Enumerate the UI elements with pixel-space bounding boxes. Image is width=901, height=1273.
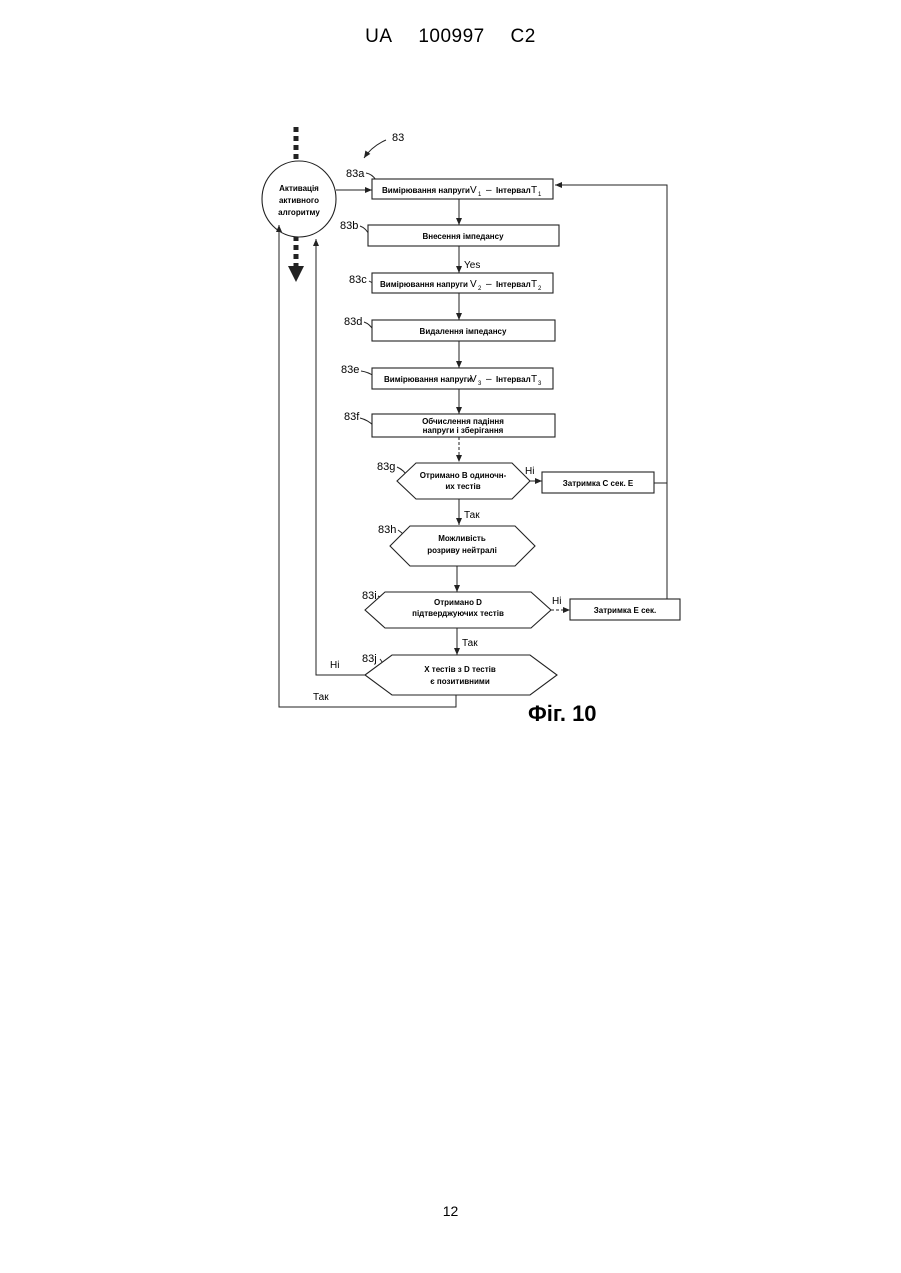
step-83a-var: V [470,185,477,196]
edge-label-no-83j: Ні [330,660,339,671]
step-83c-dash: – [486,279,492,290]
step-83d-label: Видалення імпедансу [420,327,507,336]
decision-83h-line2: розриву нейтралі [427,546,497,555]
step-83e-t: T [531,374,537,385]
decision-83i-line2: підтверджуючих тестів [412,609,504,618]
step-83e-interval: Інтервал [496,375,531,384]
edge-label-so-83g: Так [464,510,480,521]
step-83c-interval: Інтервал [496,280,531,289]
edge-label-yes: Yes [464,260,480,271]
ref-83-pointer [364,140,386,158]
decision-83h-line1: Можливість [438,534,486,543]
outgoing-arrowhead [288,266,304,282]
step-83a-interval: Інтервал [496,186,531,195]
step-83c-t: T [531,279,537,290]
ref-83c: 83c [349,274,367,286]
step-83c-label: Вимірювання напруги [380,280,468,289]
ref-83d: 83d [344,316,362,328]
ref-83g: 83g [377,461,395,473]
step-83a-dash: – [486,185,492,196]
delay-c-label: Затримка С сек. Е [563,479,634,488]
ref-83a: 83a [346,168,365,180]
page-number: 12 [0,1203,901,1219]
decision-83g [397,463,530,499]
step-83a-label: Вимірювання напруги [382,186,470,195]
decision-83j [365,655,557,695]
step-83e-dash: – [486,374,492,385]
step-83c-var: V [470,279,477,290]
figure-caption: Фіг. 10 [528,701,597,726]
start-node-line1: Активація [279,184,319,193]
step-83f-line2: напруги і зберігання [423,426,504,435]
edge-83j-no [316,239,365,675]
start-node-line3: алгоритму [278,208,320,217]
step-83e-label: Вимірювання напруги [384,375,472,384]
decision-83i-line1: Отримано D [434,598,482,607]
step-83b-label: Внесення імпедансу [422,232,504,241]
ref-83i: 83i [362,590,377,602]
edge-label-so-83i: Так [462,638,478,649]
decision-83g-line2: их тестів [445,482,480,491]
ref-83b: 83b [340,220,358,232]
ref-83h: 83h [378,524,396,536]
delay-e-label: Затримка Е сек. [594,606,656,615]
edge-loop-back-to-83a [555,185,667,599]
step-83a-t: T [531,185,537,196]
start-node-line2: активного [279,196,319,205]
ref-83: 83 [392,132,404,144]
step-83f-line1: Обчислення падіння [422,417,504,426]
edge-label-no-83i: Ні [552,596,561,607]
ref-83f: 83f [344,411,360,423]
ref-83j: 83j [362,653,377,665]
decision-83j-line1: X тестів з D тестів [424,665,496,674]
decision-83g-line1: Отримано В одиночн- [420,471,507,480]
edge-label-so-83j: Так [313,692,329,703]
ref-83e: 83e [341,364,359,376]
step-83e-var: V [470,374,477,385]
edge-label-no-83g: Ні [525,466,534,477]
decision-83j-line2: є позитивними [430,677,490,686]
